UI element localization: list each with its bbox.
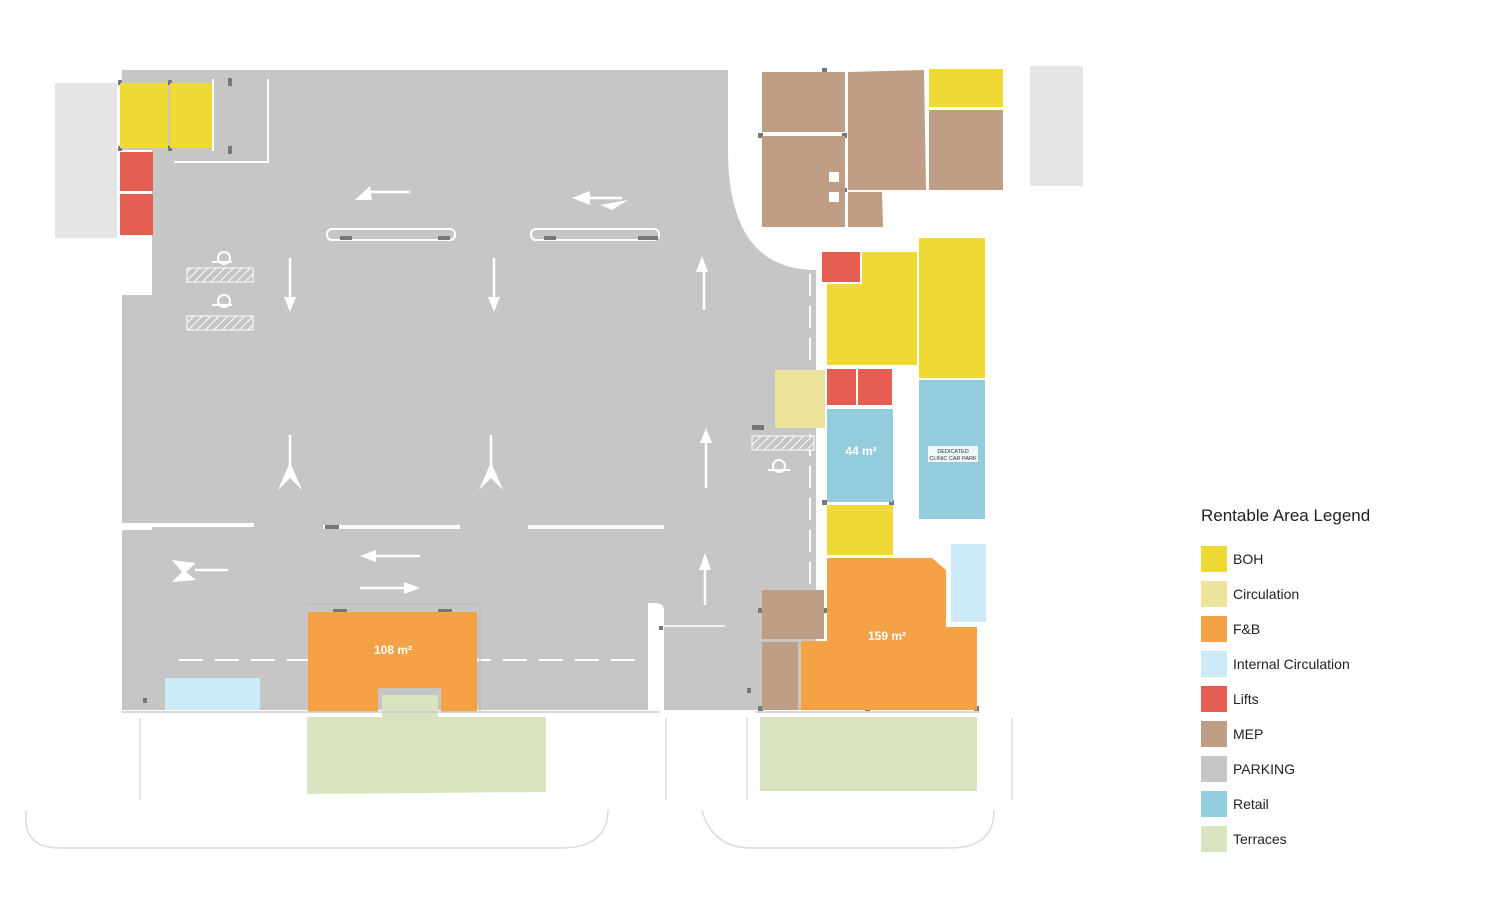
legend-swatch [1201,581,1227,607]
legend-swatch [1201,826,1227,852]
circulation-zone [775,370,825,428]
legend-title: Rentable Area Legend [1201,506,1371,525]
legend-swatch [1201,651,1227,677]
arrow-right-icon [360,582,420,594]
legend-item-internal-circulation: Internal Circulation [1201,651,1461,677]
neighbor-building-east [1030,66,1083,186]
legend-label: Circulation [1233,586,1300,602]
zone-lifts [120,152,892,405]
legend-item-parking: PARKING [1201,756,1461,782]
area-label-fnb-east: 159 m² [868,629,906,643]
legend-items: BOH Circulation F&B Internal Circulation… [1201,546,1461,852]
legend-label: MEP [1233,726,1264,742]
arrow-split-icon [479,435,503,490]
arrow-left-icon [355,186,410,200]
arrow-turn-icon [172,560,228,582]
legend-item-circulation: Circulation [1201,581,1461,607]
arrow-left-icon [360,550,420,562]
arrow-up-icon [699,553,711,605]
lift [827,369,856,405]
terrace-west [307,695,546,794]
mep-room [762,642,798,710]
zone-mep [762,70,1003,710]
wheelchair-icon [768,459,790,473]
mep-room [848,192,883,227]
legend-label: PARKING [1233,761,1295,777]
legend-item-lifts: Lifts [1201,686,1461,712]
arrow-up-icon [700,428,712,488]
legend-label: Retail [1233,796,1269,812]
legend-swatch [1201,756,1227,782]
arrow-up-icon [696,256,708,310]
area-label-fnb-west: 108 m² [374,643,412,657]
terrace-east [760,717,977,791]
legend-label: Lifts [1233,691,1259,707]
clinic-label-box [928,446,978,462]
arrow-split-icon [278,435,302,490]
parking-stub-east [747,368,773,430]
zone-boh [120,69,1003,555]
lift [120,152,153,191]
mep-shaft [829,192,839,202]
boh-room [170,83,212,148]
hatched-bay-2 [186,315,254,331]
internal-circulation-zone [951,544,986,622]
legend-swatch [1201,546,1227,572]
lift [120,194,153,235]
legend-swatch [1201,616,1227,642]
arrow-down-icon [284,258,296,312]
legend-item-mep: MEP [1201,721,1461,747]
zone-internal-circulation [165,544,986,710]
mep-room [762,136,845,227]
lift [858,369,892,405]
fnb-unit-east [801,558,977,710]
boh-room [120,83,168,148]
zone-terraces [307,695,977,794]
legend: Rentable Area Legend BOH Circulation F&B… [1201,505,1461,861]
arrow-down-icon [488,258,500,312]
arrow-left-icon [572,191,628,210]
area-label-retail-small: 44 m² [845,444,876,458]
mep-room [929,110,1003,190]
legend-item-fnb: F&B [1201,616,1461,642]
legend-swatch [1201,791,1227,817]
fnb-unit-west [308,612,477,712]
parking-bay-west [122,628,140,710]
site-boundary [25,711,1013,849]
zone-fnb [306,558,977,712]
internal-circulation-zone [165,678,260,710]
mep-shaft [829,172,839,182]
mep-room [762,590,824,639]
legend-label: BOH [1233,551,1264,567]
legend-swatch [1201,721,1227,747]
retail-unit-small [827,409,893,502]
legend-label: F&B [1233,621,1261,637]
legend-label: Terraces [1233,831,1287,847]
legend-swatch [1201,686,1227,712]
traffic-arrows [172,186,712,605]
hatched-bay-1 [186,267,254,283]
hatched-bay-3 [751,435,815,451]
boh-room [827,505,893,555]
parking-stub-southeast [748,590,760,710]
legend-item-terraces: Terraces [1201,826,1461,852]
boh-room [919,238,985,378]
boh-room [929,69,1003,107]
wheelchair-icon [212,251,232,265]
fnb-outline-west [306,603,481,712]
wheelchair-icon [212,294,232,308]
structural-columns [118,68,979,711]
accessible-bays [186,251,815,473]
mep-room [848,70,926,190]
lift [820,250,862,284]
legend-item-boh: BOH [1201,546,1461,572]
legend-item-retail: Retail [1201,791,1461,817]
legend-label: Internal Circulation [1233,656,1350,672]
clinic-label-line1: DEDICATED [937,449,968,455]
neighbor-building-west [55,83,117,238]
clinic-label-line2: CLINIC CAR PARK [929,456,977,462]
mep-room [762,72,845,132]
